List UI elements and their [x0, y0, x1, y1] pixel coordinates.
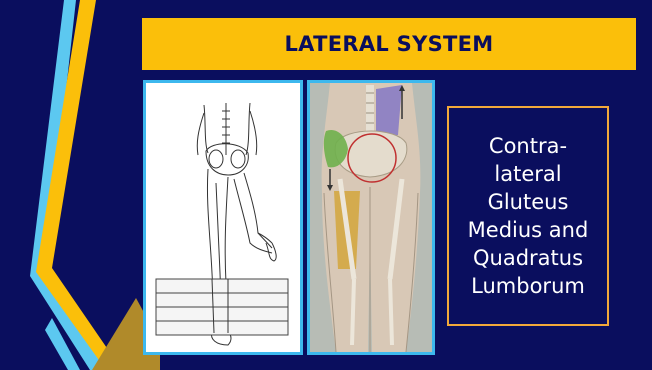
pelvis-muscle-diagram — [310, 83, 432, 352]
slide-title: LATERAL SYSTEM — [284, 32, 493, 56]
anatomy-illustration — [307, 80, 435, 355]
text-line: Gluteus — [488, 188, 569, 216]
step-down-illustration — [143, 80, 303, 355]
title-bar: LATERAL SYSTEM — [142, 18, 636, 70]
muscle-description-box: Contra- lateral Gluteus Medius and Quadr… — [447, 106, 609, 326]
text-line: lateral — [494, 160, 561, 188]
text-line: Contra- — [489, 132, 567, 160]
text-line: Lumborum — [471, 272, 585, 300]
text-line: Medius and — [468, 216, 589, 244]
line-drawing-figure — [146, 83, 300, 352]
decorative-stripes — [0, 0, 160, 370]
text-line: Quadratus — [473, 244, 583, 272]
